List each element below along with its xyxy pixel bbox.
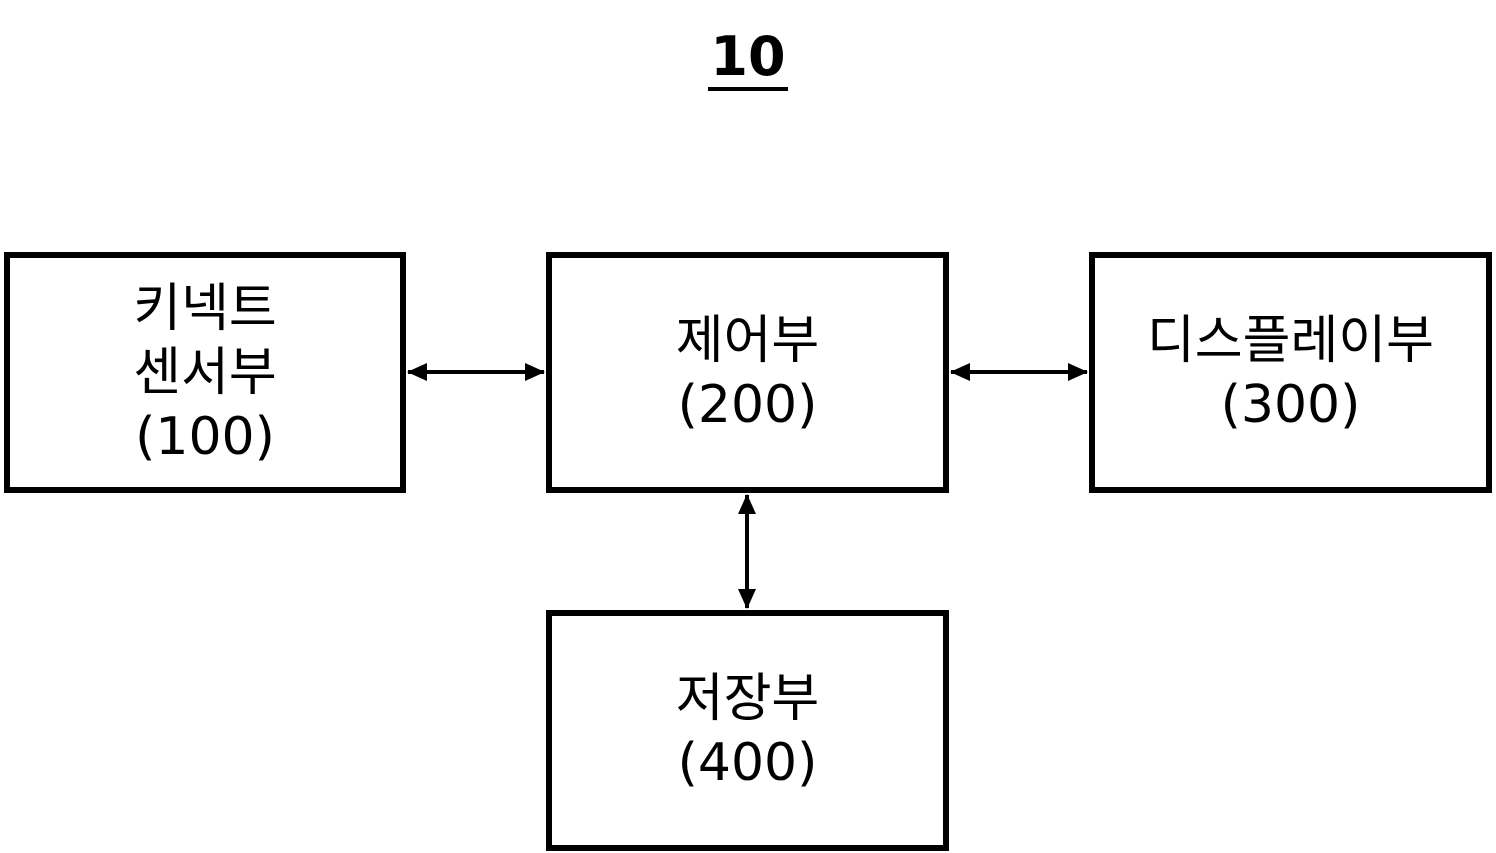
block-kinect-sensor: 키넥트 센서부 (100) <box>4 252 406 493</box>
block-ref-number: (300) <box>1221 373 1361 437</box>
block-label-line: 제어부 <box>676 309 820 373</box>
block-label-line: 디스플레이부 <box>1147 309 1434 373</box>
block-display: 디스플레이부 (300) <box>1089 252 1492 493</box>
block-ref-number: (100) <box>135 405 275 469</box>
block-controller: 제어부 (200) <box>546 252 949 493</box>
block-storage: 저장부 (400) <box>546 610 949 851</box>
diagram-title: 10 <box>0 22 1496 92</box>
block-ref-number: (200) <box>678 373 818 437</box>
block-label-line: 저장부 <box>676 667 820 731</box>
diagram-title-text: 10 <box>708 27 787 91</box>
block-label-line: 키넥트 <box>133 277 277 341</box>
block-ref-number: (400) <box>678 731 818 795</box>
block-label-line: 센서부 <box>133 341 277 405</box>
